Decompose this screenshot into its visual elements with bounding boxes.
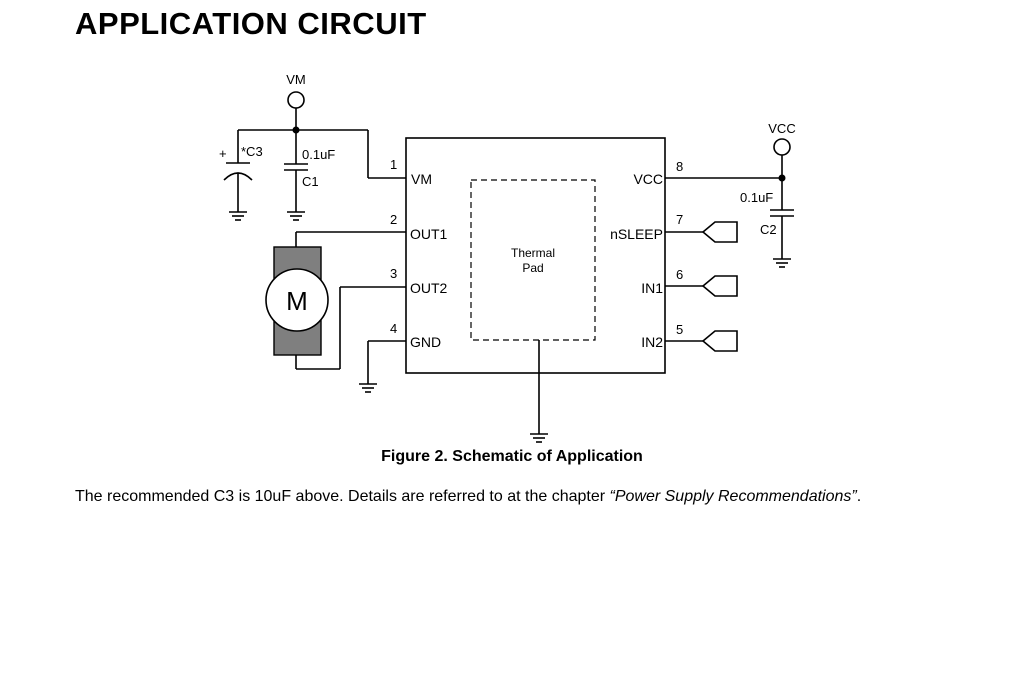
thermal-pad bbox=[470, 179, 596, 341]
c3-label: *C3 bbox=[241, 144, 263, 159]
pin-7-number: 7 bbox=[676, 212, 683, 227]
in1-input-icon bbox=[701, 275, 738, 297]
pin-8-number: 8 bbox=[676, 159, 683, 174]
pin-3-number: 3 bbox=[390, 266, 397, 281]
pin-6-name: IN1 bbox=[641, 280, 663, 296]
pin-1-number: 1 bbox=[390, 157, 397, 172]
c3-plus-label: + bbox=[219, 146, 227, 161]
c2-value-label: 0.1uF bbox=[740, 190, 773, 205]
body-paragraph: The recommended C3 is 10uF above. Detail… bbox=[75, 488, 861, 506]
pin-2-number: 2 bbox=[390, 212, 397, 227]
vcc-terminal-icon bbox=[773, 138, 791, 156]
c1-value-label: 0.1uF bbox=[302, 147, 335, 162]
nsleep-input-icon bbox=[701, 221, 738, 243]
pin-3-name: OUT2 bbox=[410, 280, 448, 296]
vm-terminal-icon bbox=[287, 91, 305, 109]
in2-input-icon bbox=[701, 330, 738, 352]
pin-5-name: IN2 bbox=[641, 334, 663, 350]
figure-caption: Figure 2. Schematic of Application bbox=[0, 448, 1020, 466]
pin-8-name: VCC bbox=[633, 171, 663, 187]
motor-label: M bbox=[286, 286, 308, 316]
pin-4-number: 4 bbox=[390, 321, 397, 336]
vcc-supply-label: VCC bbox=[768, 121, 795, 136]
ic-body bbox=[405, 137, 666, 374]
pin-5-number: 5 bbox=[676, 322, 683, 337]
thermal-pad-label-line-1: Thermal bbox=[511, 246, 555, 260]
pin-7-name: nSLEEP bbox=[610, 226, 663, 242]
pin-4-name: GND bbox=[410, 334, 441, 350]
pin-6-number: 6 bbox=[676, 267, 683, 282]
c2-label: C2 bbox=[760, 222, 777, 237]
figure-caption-text: Figure 2. Schematic of Application bbox=[381, 448, 643, 465]
vm-supply-label: VM bbox=[286, 72, 306, 87]
paragraph-text: The recommended C3 is 10uF above. Detail… bbox=[75, 488, 610, 505]
pin-1-name: VM bbox=[411, 171, 432, 187]
pin-2-name: OUT1 bbox=[410, 226, 448, 242]
c1-label: C1 bbox=[302, 174, 319, 189]
thermal-pad-label-line-2: Pad bbox=[522, 261, 543, 275]
chapter-reference: “Power Supply Recommendations” bbox=[609, 488, 857, 505]
section-heading: APPLICATION CIRCUIT bbox=[75, 6, 427, 41]
paragraph-end: . bbox=[856, 488, 862, 505]
motor-icon bbox=[265, 268, 329, 332]
